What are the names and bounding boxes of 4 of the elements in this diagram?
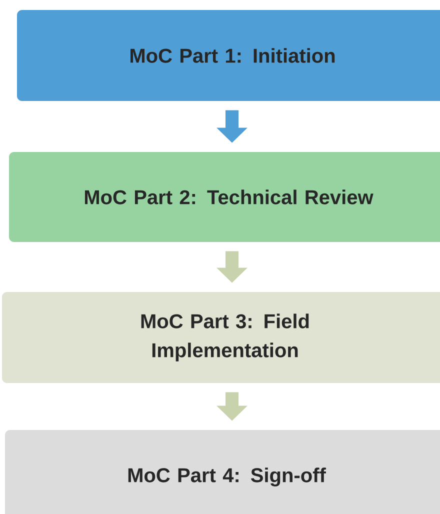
- process-box: MoC Part 2: Technical Review: [9, 152, 440, 242]
- process-box: MoC Part 4: Sign-off: [5, 430, 440, 514]
- process-box: MoC Part 1: Initiation: [17, 10, 440, 101]
- process-box: MoC Part 3: Field Implementation: [2, 292, 440, 383]
